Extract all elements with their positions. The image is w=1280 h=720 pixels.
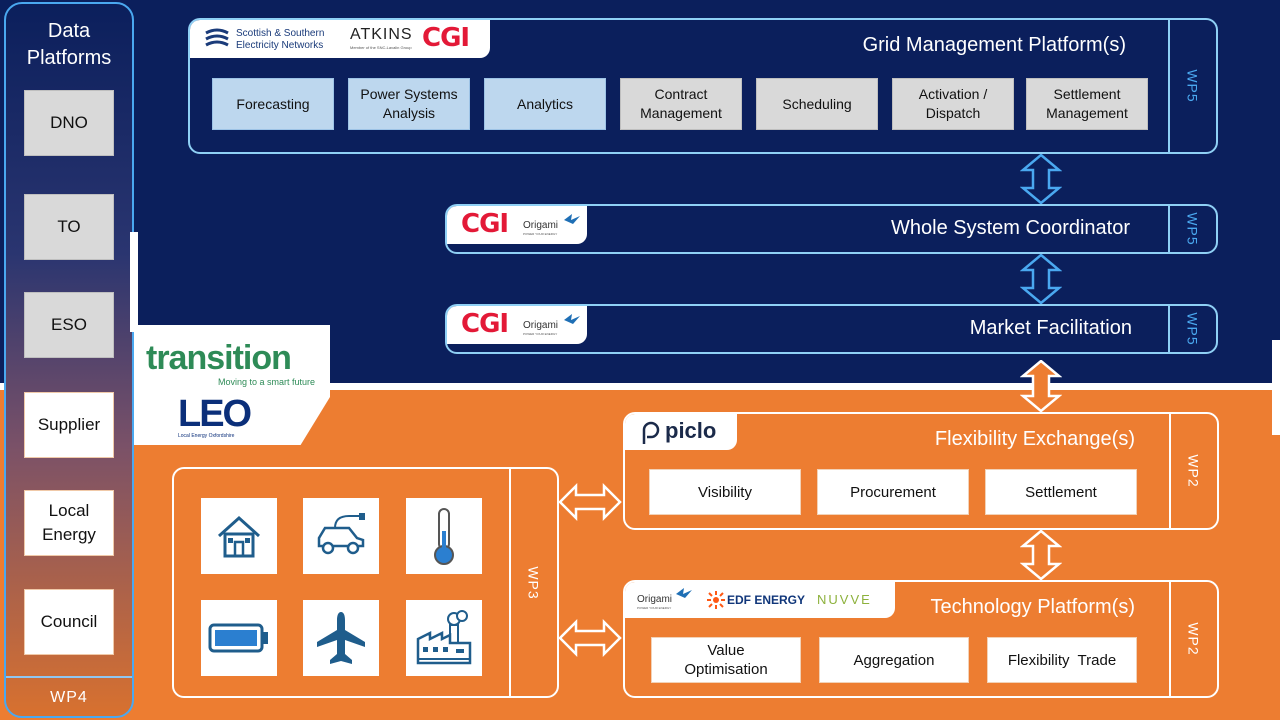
double-arrow-icon <box>1020 254 1062 304</box>
origami-logo: Origami <box>523 320 559 331</box>
battery-icon <box>208 623 268 653</box>
atkins-tagline: Member of the SNC-Lavalin Group <box>350 45 412 50</box>
ssen-logo: Scottish & Southern Electricity Networks <box>236 28 324 52</box>
module-activation-dispatch[interactable]: Activation / Dispatch <box>892 78 1014 130</box>
module-contract-management[interactable]: Contract Management <box>620 78 742 130</box>
asset-tile-transport[interactable] <box>303 600 379 676</box>
electric-car-icon <box>317 513 365 555</box>
module-visibility[interactable]: Visibility <box>649 469 801 515</box>
flexibility-exchange-title: Flexibility Exchange(s) <box>934 428 1135 450</box>
double-arrow-icon <box>558 618 622 658</box>
wp3-label: WP3 <box>509 469 557 696</box>
ssen-logo-icon <box>205 28 229 47</box>
wp3-text: WP3 <box>526 565 542 600</box>
cgi-logo: CGI <box>461 209 509 239</box>
technology-platform-title: Technology Platform(s) <box>930 596 1135 618</box>
leo-logo: LEO <box>178 393 252 435</box>
data-platforms-title: Data Platforms <box>26 20 112 69</box>
ssen-line1: Scottish & Southern <box>236 28 325 39</box>
transition-tagline: Moving to a smart future <box>218 377 316 387</box>
double-arrow-icon <box>558 482 622 522</box>
project-logo-card: transition Moving to a smart future LEO … <box>134 325 330 445</box>
data-platform-eso[interactable]: ESO <box>24 292 114 358</box>
origami-bird-icon <box>676 588 692 598</box>
market-facilitation-title: Market Facilitation <box>969 317 1132 339</box>
edf-logo: EDF ENERGY <box>727 593 806 607</box>
asset-tile-home[interactable] <box>201 498 277 574</box>
asset-tile-ev[interactable] <box>303 498 379 574</box>
module-settlement-management[interactable]: Settlement Management <box>1026 78 1148 130</box>
data-platform-to[interactable]: TO <box>24 194 114 260</box>
data-platform-dno[interactable]: DNO <box>24 90 114 156</box>
partner-logos: piclo <box>625 414 737 450</box>
module-value-optimisation[interactable]: Value Optimisation <box>651 637 801 683</box>
wp2-text: WP2 <box>1186 454 1202 488</box>
cgi-logo: CGI <box>422 23 470 53</box>
origami-logo: Origami <box>637 594 673 605</box>
asset-tile-industry[interactable] <box>406 600 482 676</box>
data-platform-local-energy[interactable]: Local Energy <box>24 490 114 556</box>
origami-tagline: POWER YOUR ENERGY <box>523 332 558 336</box>
origami-bird-icon <box>564 314 580 324</box>
divider <box>1272 340 1280 435</box>
wp4-label: WP4 <box>6 676 132 716</box>
module-forecasting[interactable]: Forecasting <box>212 78 334 130</box>
wp5-text: WP5 <box>1185 69 1201 103</box>
asset-tile-battery[interactable] <box>201 600 277 676</box>
double-arrow-icon <box>1020 530 1062 580</box>
airplane-icon <box>317 612 365 664</box>
module-flexibility-trade[interactable]: Flexibility Trade <box>987 637 1137 683</box>
piclo-logo-icon <box>642 421 660 444</box>
double-arrow-icon <box>1020 154 1062 204</box>
partner-logos: CGI Origami POWER YOUR ENERGY <box>447 306 587 344</box>
factory-icon <box>416 610 472 665</box>
wp2-label: WP2 <box>1169 582 1217 696</box>
whole-system-coordinator-title: Whole System Coordinator <box>891 217 1130 239</box>
wp5-label: WP5 <box>1168 206 1216 252</box>
technology-platform-panel: Origami POWER YOUR ENERGY EDF ENERGY NUV… <box>623 580 1219 698</box>
double-arrow-icon <box>1020 360 1062 412</box>
wp2-text: WP2 <box>1186 622 1202 656</box>
module-power-systems-analysis[interactable]: Power Systems Analysis <box>348 78 470 130</box>
house-icon <box>217 515 261 558</box>
data-platforms-panel: Data Platforms DNO TO ESO Supplier Local… <box>4 2 134 718</box>
ssen-line2: Electricity Networks <box>236 40 324 51</box>
cgi-logo: CGI <box>461 309 509 339</box>
edf-sun-icon <box>707 591 725 609</box>
grid-management-panel: Scottish & Southern Electricity Networks… <box>188 18 1218 154</box>
wp5-text: WP5 <box>1185 212 1201 246</box>
origami-tagline: POWER YOUR ENERGY <box>523 232 558 236</box>
module-analytics[interactable]: Analytics <box>484 78 606 130</box>
wp2-label: WP2 <box>1169 414 1217 528</box>
origami-bird-icon <box>564 214 580 224</box>
grid-management-title: Grid Management Platform(s) <box>862 34 1126 56</box>
origami-logo: Origami <box>523 220 559 231</box>
piclo-logo: piclo <box>665 418 717 443</box>
partner-logos: Scottish & Southern Electricity Networks… <box>190 20 490 58</box>
nuvve-logo: NUVVE <box>817 592 872 607</box>
whole-system-coordinator-panel: CGI Origami POWER YOUR ENERGY Whole Syst… <box>445 204 1218 254</box>
module-scheduling[interactable]: Scheduling <box>756 78 878 130</box>
leo-tagline: Local Energy Oxfordshire <box>178 433 235 439</box>
origami-tagline: POWER YOUR ENERGY <box>637 606 672 610</box>
data-platform-supplier[interactable]: Supplier <box>24 392 114 458</box>
atkins-logo: ATKINS <box>350 26 413 43</box>
wp5-text: WP5 <box>1185 312 1201 346</box>
module-settlement[interactable]: Settlement <box>985 469 1137 515</box>
wp5-label: WP5 <box>1168 20 1216 152</box>
asset-tile-heating[interactable] <box>406 498 482 574</box>
market-facilitation-panel: CGI Origami POWER YOUR ENERGY Market Fac… <box>445 304 1218 354</box>
divider <box>130 232 138 332</box>
assets-panel: WP3 <box>172 467 559 698</box>
module-aggregation[interactable]: Aggregation <box>819 637 969 683</box>
navy-background <box>0 0 1280 383</box>
flexibility-exchange-panel: piclo Flexibility Exchange(s) WP2 Visibi… <box>623 412 1219 530</box>
thermometer-icon <box>434 508 454 565</box>
wp5-label: WP5 <box>1168 306 1216 352</box>
data-platform-council[interactable]: Council <box>24 589 114 655</box>
transition-logo: transition <box>146 339 292 377</box>
partner-logos: CGI Origami POWER YOUR ENERGY <box>447 206 587 244</box>
partner-logos: Origami POWER YOUR ENERGY EDF ENERGY NUV… <box>625 582 895 618</box>
module-procurement[interactable]: Procurement <box>817 469 969 515</box>
